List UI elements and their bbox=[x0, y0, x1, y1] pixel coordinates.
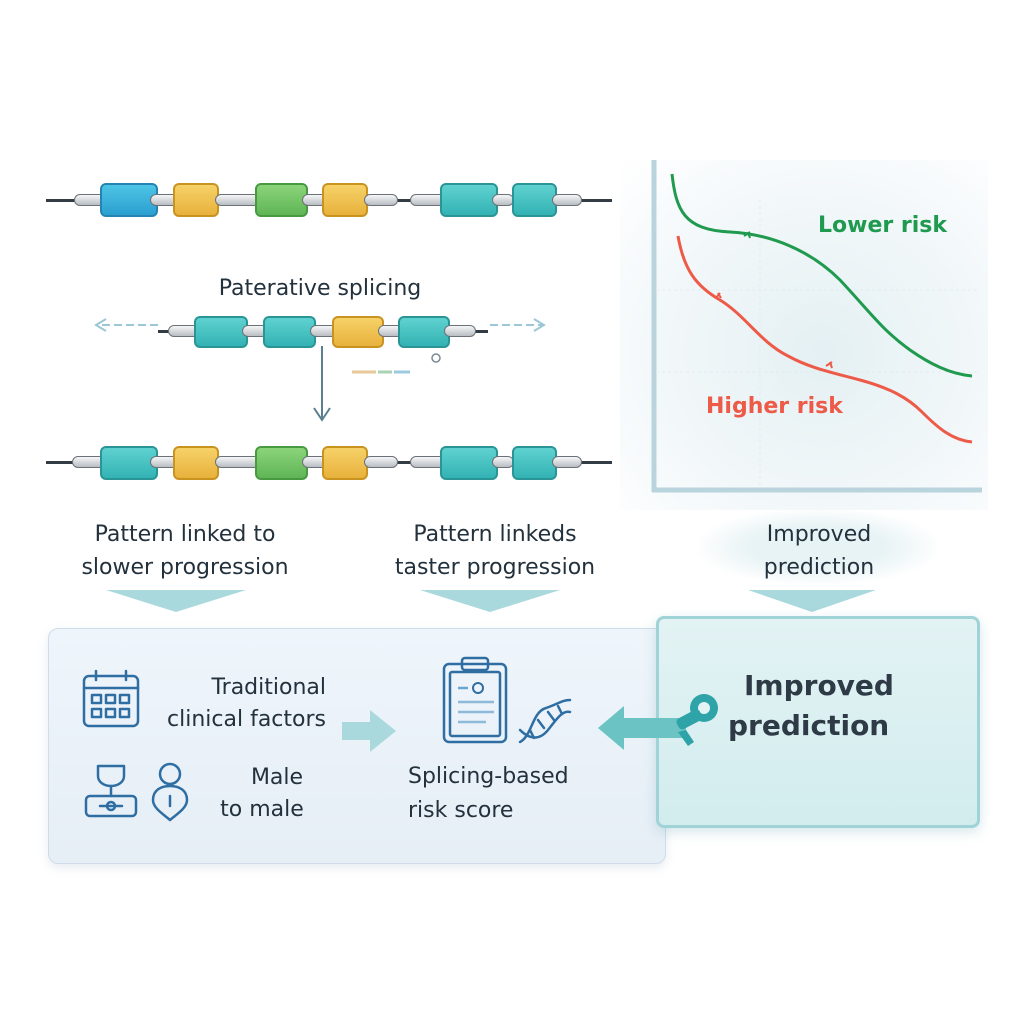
junction-node bbox=[492, 456, 514, 468]
exon-teal bbox=[194, 316, 248, 348]
exon-yellow bbox=[322, 183, 368, 217]
splicing-title: Paterative splicing bbox=[218, 276, 422, 301]
splice-arrows bbox=[94, 318, 546, 332]
splicing-line2: risk score bbox=[408, 798, 514, 823]
exon-teal bbox=[263, 316, 316, 348]
exon-yellow bbox=[173, 183, 219, 217]
funnel-arrow bbox=[748, 590, 876, 612]
traditional-factors-text: Traditional clinical factors bbox=[150, 672, 326, 736]
junction-node bbox=[492, 194, 514, 206]
inputs-panel bbox=[48, 628, 666, 864]
down-arrow bbox=[313, 346, 441, 422]
sex-line1: Male bbox=[250, 765, 304, 790]
funnel-arrow bbox=[420, 590, 560, 612]
exon-yellow bbox=[173, 446, 219, 480]
exon-yellow bbox=[332, 316, 384, 348]
caption-improved: Improved prediction bbox=[706, 518, 932, 584]
person-icon bbox=[151, 762, 189, 822]
junction-node bbox=[552, 194, 582, 206]
exon-teal bbox=[440, 183, 498, 217]
splicing-score-text: Splicing-based risk score bbox=[408, 760, 608, 828]
exon-yellow bbox=[322, 446, 368, 480]
arrow-to-score bbox=[342, 710, 396, 752]
junction-node bbox=[444, 325, 476, 337]
sex-line2: to male bbox=[220, 797, 304, 822]
exon-green bbox=[255, 446, 308, 480]
caption-slower-line2: slower progression bbox=[81, 555, 289, 580]
dna-icon bbox=[518, 698, 572, 744]
exon-teal bbox=[512, 183, 557, 217]
arrow-from-result bbox=[598, 706, 686, 750]
lower-risk-curve bbox=[670, 173, 973, 378]
exon-teal bbox=[100, 446, 158, 480]
scale-icon bbox=[84, 764, 138, 818]
result-line1: Improved bbox=[744, 669, 894, 702]
calendar-icon bbox=[82, 669, 140, 728]
risk-chart bbox=[651, 160, 982, 493]
junction-node bbox=[552, 456, 582, 468]
funnel-arrow bbox=[106, 590, 246, 612]
exon-teal bbox=[398, 316, 450, 348]
lower-risk-label: Lower risk bbox=[818, 213, 948, 238]
exon-blue bbox=[100, 183, 158, 217]
exon-teal bbox=[440, 446, 498, 480]
exon-green bbox=[255, 183, 308, 217]
improved-prediction-text: Improved prediction bbox=[728, 666, 958, 746]
risk-chart-background bbox=[620, 160, 988, 510]
sex-text: Male to male bbox=[196, 762, 328, 826]
junction-node bbox=[364, 194, 398, 206]
caption-slower: Pattern linked to slower progression bbox=[60, 518, 310, 584]
exon-teal bbox=[512, 446, 557, 480]
traditional-line2: clinical factors bbox=[167, 707, 326, 732]
higher-risk-label: Higher risk bbox=[706, 394, 843, 419]
junction-node bbox=[364, 456, 398, 468]
caption-improved-cloud bbox=[700, 510, 936, 584]
result-line2: prediction bbox=[728, 709, 890, 742]
traditional-line1: Traditional bbox=[211, 675, 326, 700]
caption-faster-line1: Pattern linkeds bbox=[413, 522, 577, 547]
caption-improved-line2: prediction bbox=[763, 555, 875, 580]
caption-faster: Pattern linkeds taster progression bbox=[370, 518, 620, 584]
splicing-line1: Splicing-based bbox=[408, 764, 569, 789]
caption-improved-line1: Improved bbox=[766, 522, 872, 547]
key-icon bbox=[676, 694, 718, 746]
clipboard-icon bbox=[442, 656, 508, 744]
caption-slower-line1: Pattern linked to bbox=[94, 522, 276, 547]
caption-faster-line2: taster progression bbox=[394, 555, 596, 580]
higher-risk-curve bbox=[676, 235, 973, 444]
